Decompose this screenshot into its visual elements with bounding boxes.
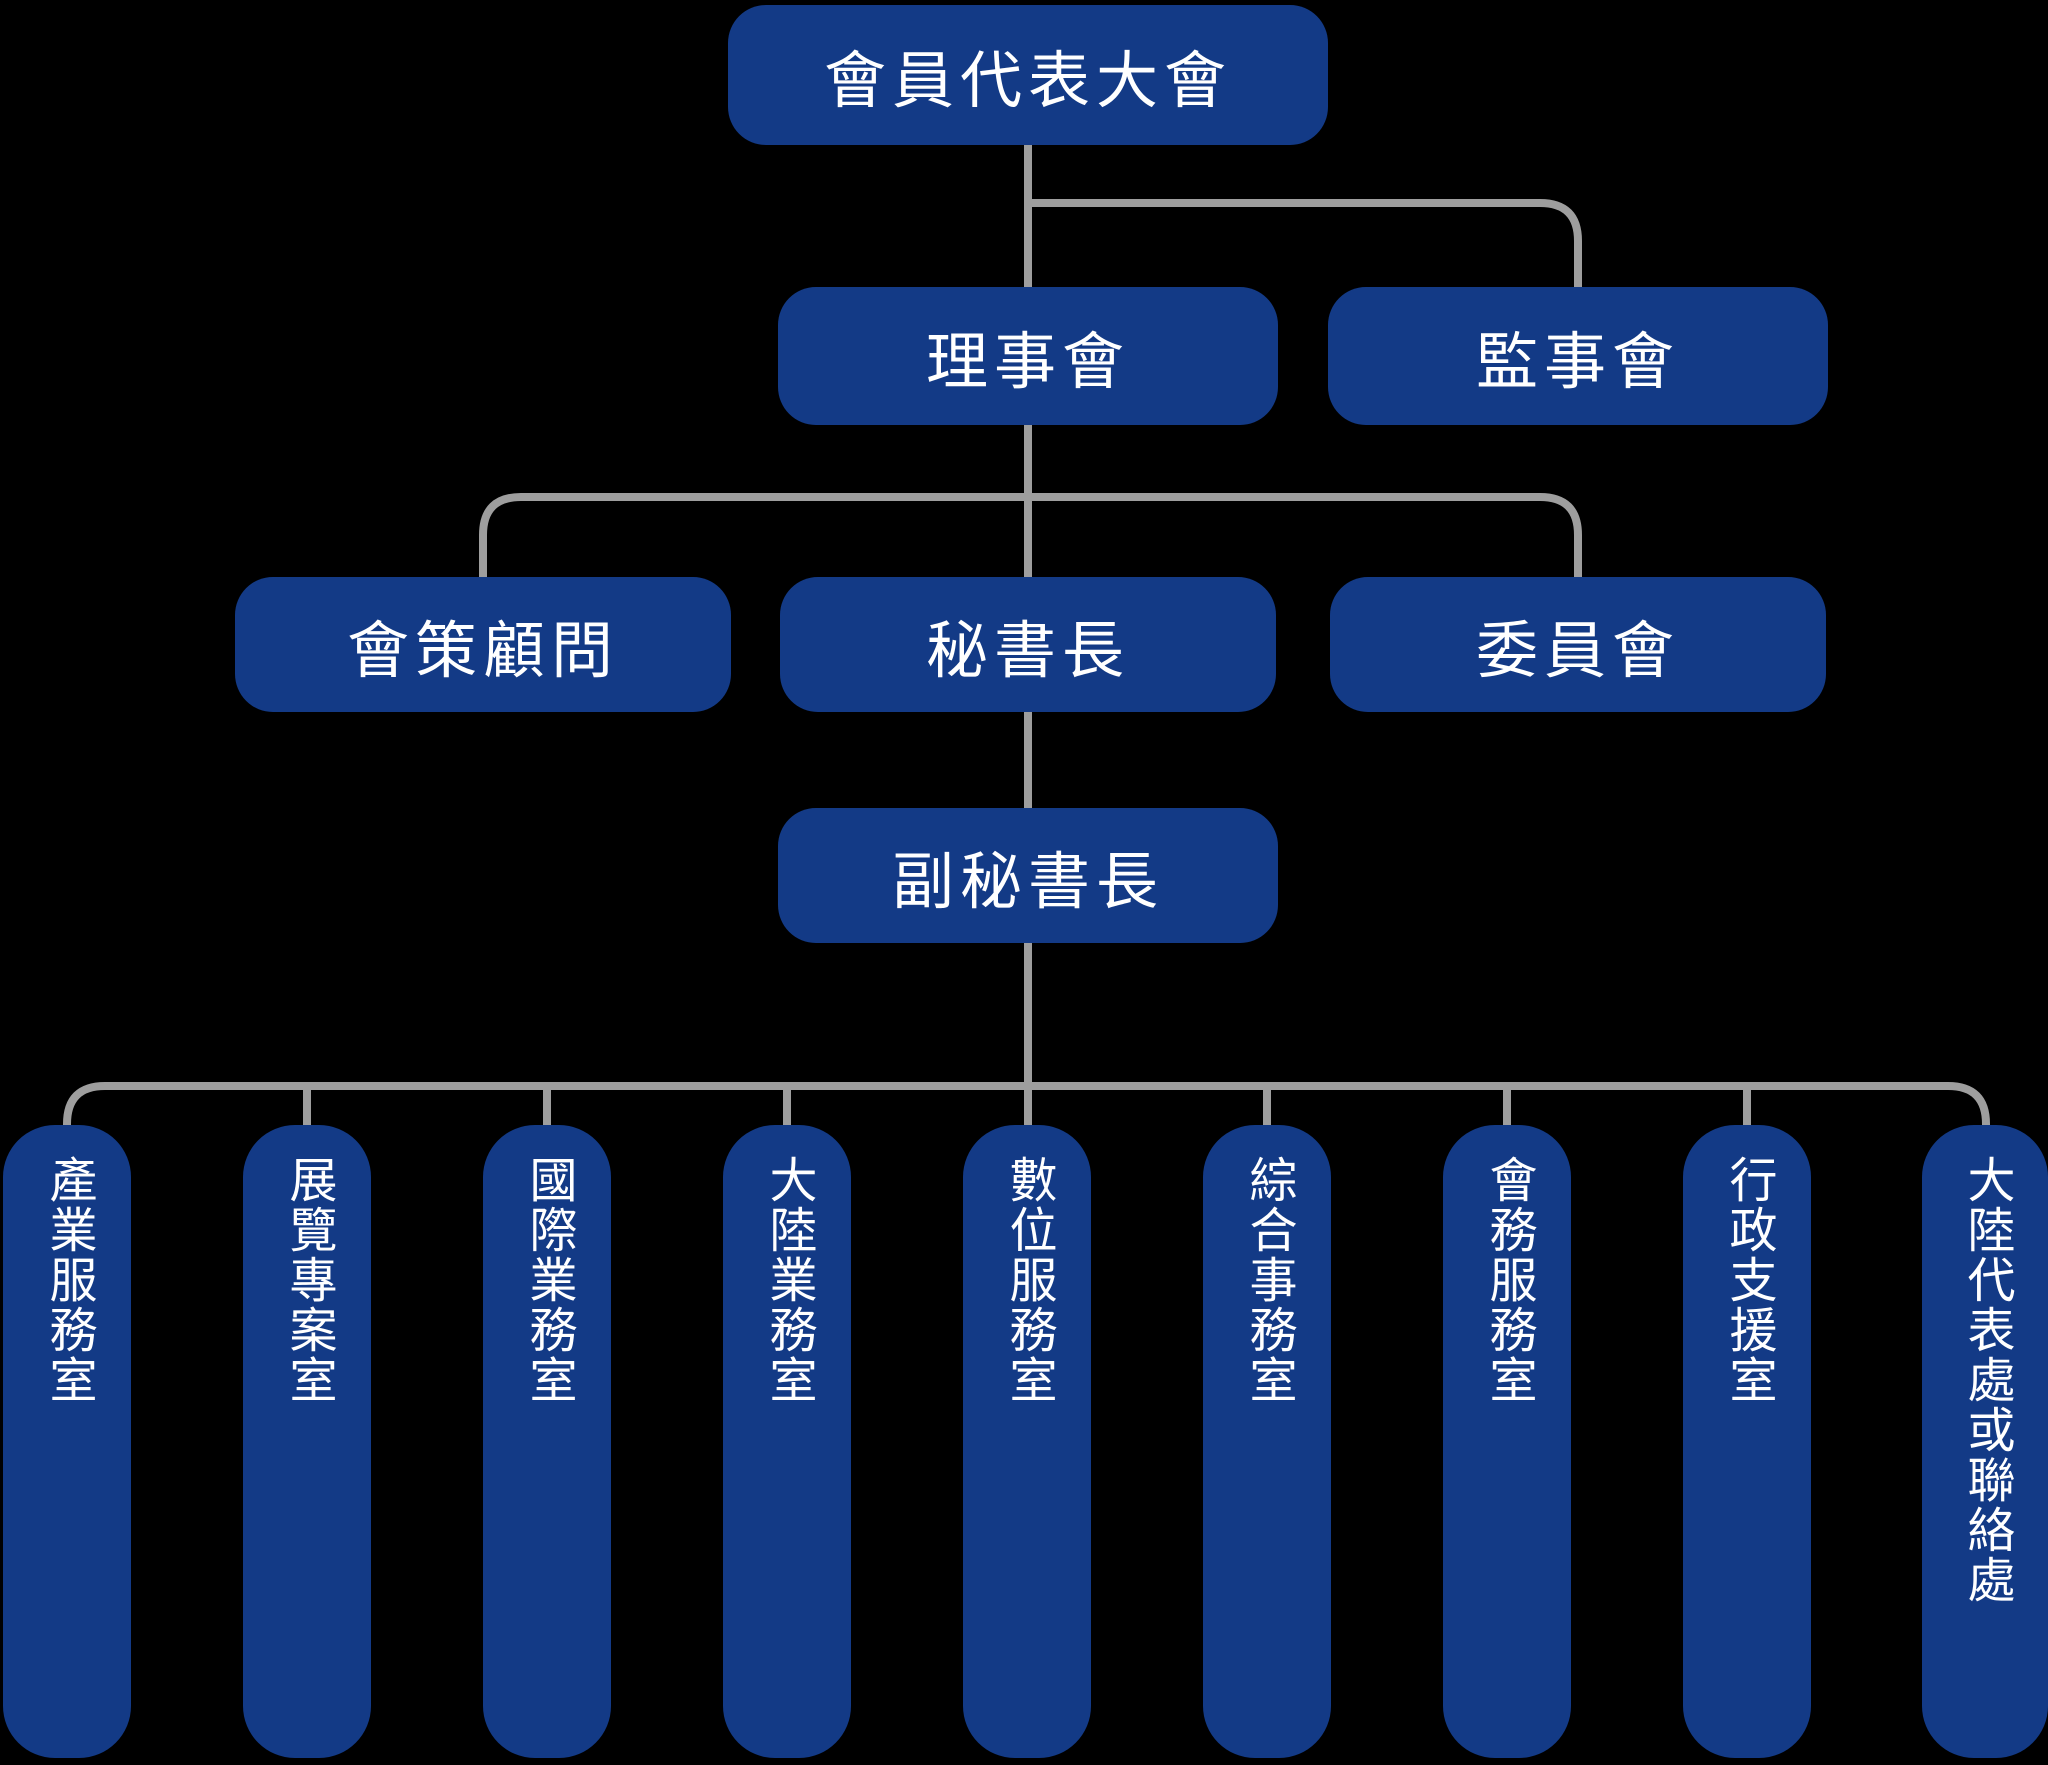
node-board-of-supervisors: 監事會 [1328, 287, 1828, 425]
node-board-of-directors: 理事會 [778, 287, 1278, 425]
node-label: 綜合事務室 [1241, 1155, 1295, 1405]
node-label: 展覽專案室 [281, 1155, 335, 1405]
node-label: 產業服務室 [41, 1155, 95, 1405]
node-label: 行政支援室 [1721, 1155, 1775, 1405]
node-member-representative-assembly: 會員代表大會 [728, 5, 1328, 145]
node-label: 會務服務室 [1481, 1155, 1535, 1405]
office-international-business: 國際業務室 [483, 1125, 611, 1758]
node-label: 會策顧問 [346, 616, 619, 686]
office-administrative-support: 行政支援室 [1683, 1125, 1811, 1758]
node-label: 副秘書長 [891, 847, 1164, 917]
office-mainland-representative-or-liaison: 大陸代表處或聯絡處 [1922, 1125, 2048, 1758]
office-mainland-business: 大陸業務室 [723, 1125, 851, 1758]
node-label: 會員代表大會 [823, 47, 1232, 116]
node-label: 理事會 [925, 328, 1130, 397]
node-label: 數位服務室 [1001, 1155, 1055, 1405]
connector-level3-rail [479, 493, 1582, 577]
node-secretary-general: 秘書長 [780, 577, 1276, 712]
office-exhibition-projects: 展覽專案室 [243, 1125, 371, 1758]
node-deputy-secretary-general: 副秘書長 [778, 808, 1278, 943]
node-label: 監事會 [1475, 328, 1680, 397]
connector-root-supervisory [1028, 199, 1582, 287]
connector-office-stubs [303, 1086, 1751, 1125]
connector-offices-rail [63, 1082, 1990, 1125]
node-committees: 委員會 [1330, 577, 1826, 712]
node-label: 委員會 [1475, 616, 1680, 686]
node-label: 大陸業務室 [761, 1155, 815, 1405]
node-label: 秘書長 [925, 616, 1130, 686]
node-label: 大陸代表處或聯絡處 [1959, 1155, 2013, 1605]
office-membership-services: 會務服務室 [1443, 1125, 1571, 1758]
office-digital-services: 數位服務室 [963, 1125, 1091, 1758]
office-general-affairs: 綜合事務室 [1203, 1125, 1331, 1758]
node-label: 國際業務室 [521, 1155, 575, 1405]
node-policy-advisors: 會策顧問 [235, 577, 731, 712]
office-industry-services: 產業服務室 [3, 1125, 131, 1758]
